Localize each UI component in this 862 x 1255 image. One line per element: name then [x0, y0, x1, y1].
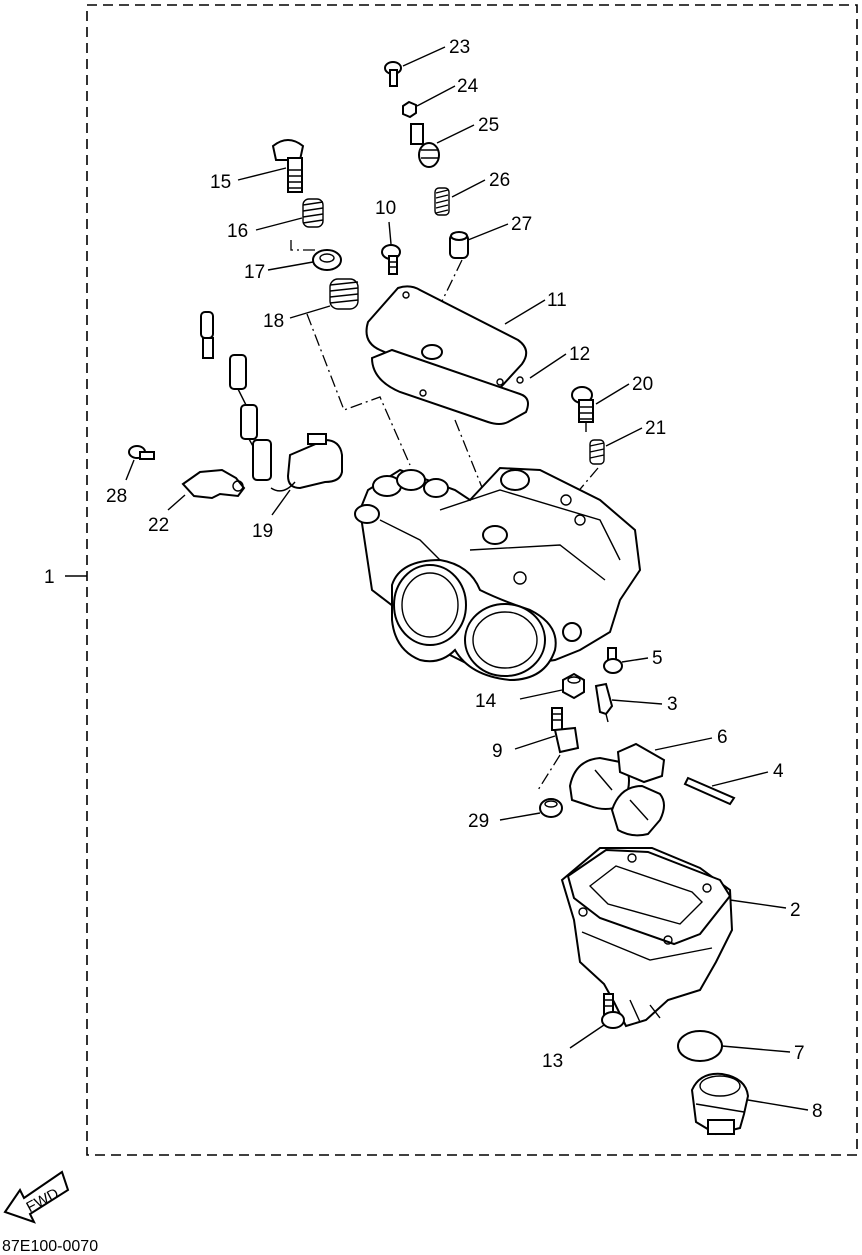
part-2-float-bowl [560, 847, 734, 1028]
callout-2: 2 [790, 900, 801, 921]
callout-28: 28 [106, 486, 127, 507]
part-19-starter-cable [200, 311, 343, 492]
callout-26: 26 [489, 170, 510, 191]
callout-10: 10 [375, 198, 396, 219]
callout-13: 13 [542, 1051, 563, 1072]
callout-20: 20 [632, 374, 653, 395]
callout-21: 21 [645, 418, 666, 439]
part-6-float [568, 742, 666, 837]
part-16-spring [302, 198, 324, 228]
part-10-screw [381, 244, 401, 275]
part-3-needle-valve [594, 682, 614, 723]
drawing-code: 87E100-0070 [2, 1238, 98, 1255]
callout-17: 17 [244, 262, 265, 283]
callout-5: 5 [652, 648, 663, 669]
part-17-washer [312, 249, 342, 271]
callout-25: 25 [478, 115, 499, 136]
callout-14: 14 [475, 691, 497, 712]
callout-18: 18 [263, 311, 284, 332]
callout-19: 19 [252, 521, 273, 542]
part-7-o-ring [677, 1030, 723, 1062]
callout-27: 27 [511, 214, 532, 235]
callout-22: 22 [148, 515, 169, 536]
part-26-spring [434, 187, 450, 216]
part-5-screw [603, 647, 623, 674]
callout-8: 8 [812, 1101, 823, 1122]
callout-23: 23 [449, 37, 470, 58]
part-15-bolt [271, 139, 305, 193]
part-18-spring [329, 278, 359, 310]
assembly-boundary [86, 4, 858, 1156]
callout-16: 16 [227, 221, 248, 242]
part-21-spring [589, 439, 605, 465]
forward-direction-arrow: FWD [3, 1170, 70, 1224]
part-4-pin [683, 776, 736, 806]
part-22-bracket [181, 468, 246, 500]
part-14-nozzle [562, 672, 585, 700]
callout-7: 7 [794, 1043, 805, 1064]
callout-9: 9 [492, 741, 503, 762]
part-12-gasket [370, 348, 529, 425]
part-23-screw [384, 61, 402, 87]
part-27-plunger [449, 231, 469, 259]
part-9-jet [551, 707, 580, 754]
part-24-nut [402, 100, 417, 119]
part-25-seat [410, 123, 440, 168]
part-29-cap [539, 798, 563, 818]
part-8-drain-plug [690, 1072, 750, 1136]
callout-11: 11 [547, 290, 567, 311]
carburetor-body [354, 466, 642, 682]
callout-4: 4 [773, 761, 784, 782]
part-28-screw [128, 445, 155, 460]
callout-12: 12 [569, 344, 590, 365]
callout-15: 15 [210, 172, 231, 193]
part-13-screw [601, 993, 625, 1029]
part-20-screw [571, 386, 594, 432]
callout-1: 1 [44, 567, 55, 588]
callout-3: 3 [667, 694, 678, 715]
callout-6: 6 [717, 727, 728, 748]
callout-24: 24 [457, 76, 479, 97]
part-11-cover [365, 285, 528, 395]
callout-29: 29 [468, 811, 489, 832]
